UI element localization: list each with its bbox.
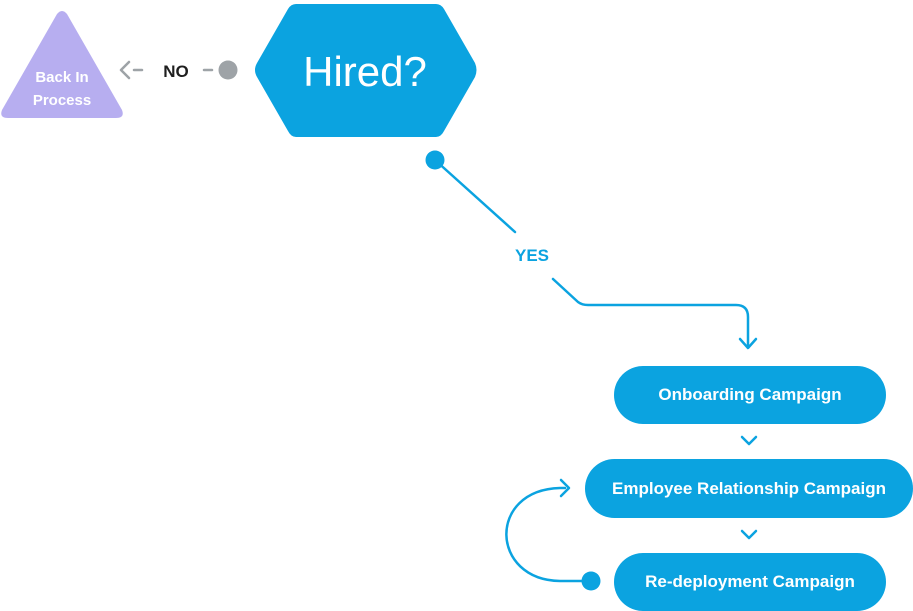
no-connector-dot xyxy=(218,60,238,80)
yes-label: YES xyxy=(515,246,549,265)
yes-connector-upper xyxy=(433,158,517,234)
loop-arrowhead xyxy=(559,478,571,498)
back-in-process-label-line1: Back In xyxy=(35,69,88,86)
back-in-process-label-line2: Process xyxy=(33,92,91,109)
loop-connector xyxy=(505,478,601,591)
back-in-process-triangle xyxy=(1,11,123,118)
hired-hexagon xyxy=(255,4,477,137)
chevron-down-icon xyxy=(740,529,758,540)
hired-label: Hired? xyxy=(303,48,427,95)
no-arrowhead xyxy=(119,60,131,80)
re-deployment-campaign-node: Re-deployment Campaign xyxy=(614,553,886,611)
employee-relationship-campaign-pill xyxy=(585,459,913,518)
employee-relationship-campaign-node: Employee Relationship Campaign xyxy=(585,459,913,518)
no-branch: NO xyxy=(119,60,238,81)
loop-connector-curve xyxy=(505,486,593,583)
back-in-process-node: Back In Process xyxy=(1,11,123,118)
re-deployment-campaign-pill xyxy=(614,553,886,611)
onboarding-campaign-label: Onboarding Campaign xyxy=(658,385,841,404)
yes-arrowhead xyxy=(738,337,758,350)
yes-connector-lower xyxy=(551,277,750,348)
re-deployment-campaign-label: Re-deployment Campaign xyxy=(645,572,855,591)
hired-decision-node: Hired? xyxy=(255,4,477,137)
employee-relationship-campaign-label: Employee Relationship Campaign xyxy=(612,479,886,498)
no-label: NO xyxy=(163,62,189,81)
onboarding-campaign-pill xyxy=(614,366,886,424)
yes-branch: YES xyxy=(425,150,758,350)
chevron-down-icon xyxy=(740,435,758,446)
onboarding-campaign-node: Onboarding Campaign xyxy=(614,366,886,424)
